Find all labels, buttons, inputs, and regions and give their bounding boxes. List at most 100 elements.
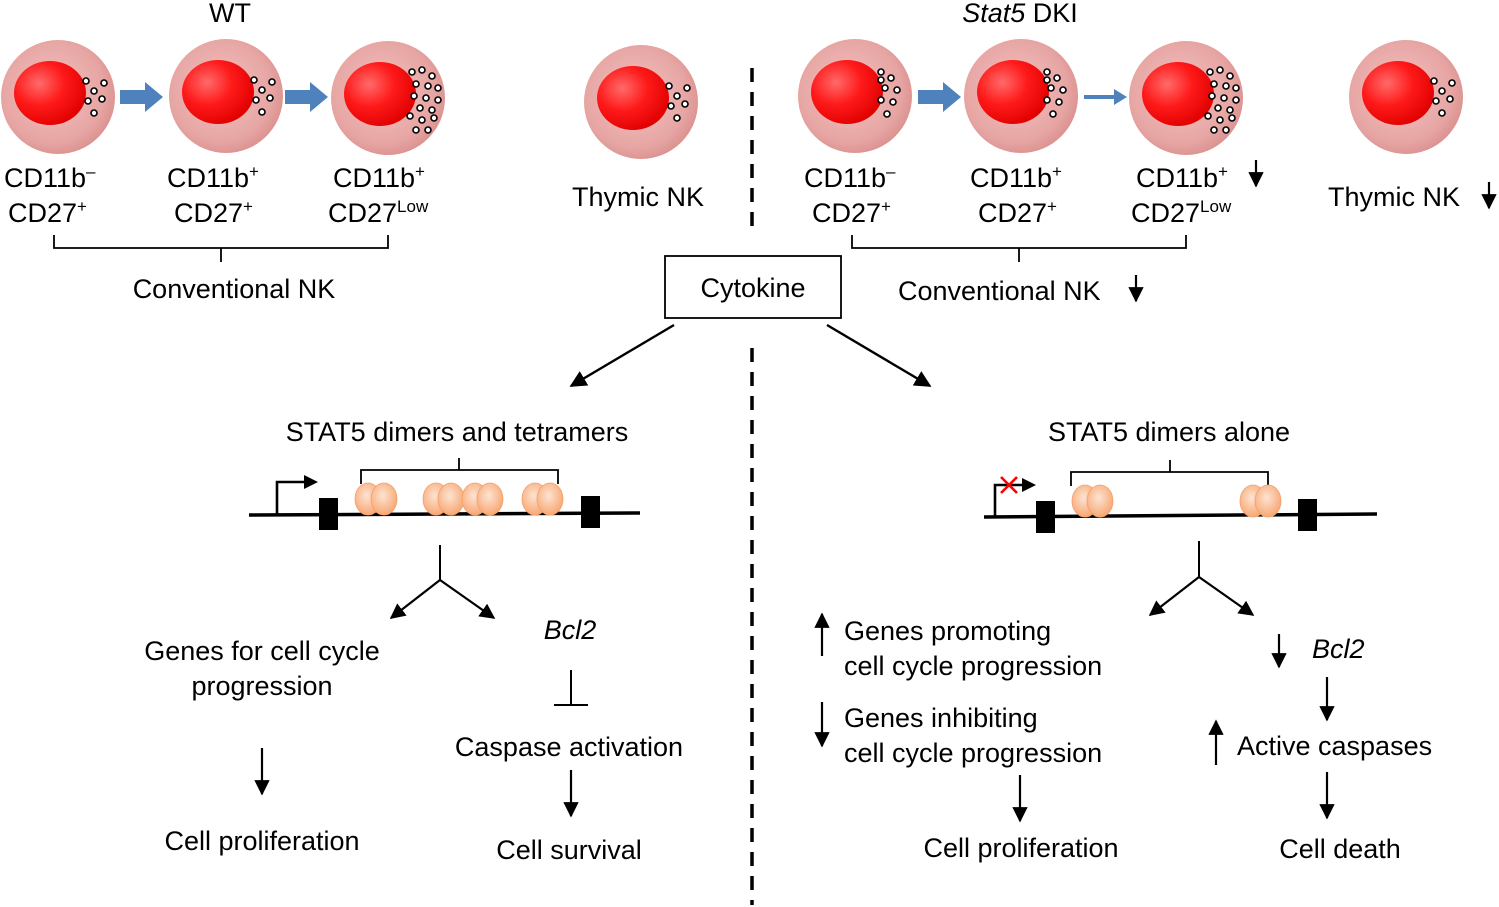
granule-dot xyxy=(1047,84,1055,92)
granule-dot xyxy=(883,110,891,118)
left-proliferation-label: Cell proliferation xyxy=(164,826,359,856)
dki2-label-cd11b: CD11b+ xyxy=(970,162,1062,193)
wt-header: WT xyxy=(209,0,251,28)
right-binding-site-2 xyxy=(1086,484,1114,518)
granule-dot xyxy=(84,97,92,105)
cell-nucleus xyxy=(597,66,669,130)
granule-dot xyxy=(1204,112,1212,120)
wt2-label-cd27: CD27+ xyxy=(174,197,253,228)
left-survival-label: Cell survival xyxy=(496,835,642,865)
right-binding-sites xyxy=(1071,484,1282,518)
dki3-cell xyxy=(1129,41,1243,155)
granule-dot xyxy=(434,96,442,104)
granule-dot xyxy=(268,78,276,86)
granule-dot xyxy=(430,114,438,122)
granule-dot xyxy=(1226,72,1234,80)
left-promoter-arrow xyxy=(275,480,305,514)
granule-dot xyxy=(1049,110,1057,118)
right-branch-arrow-bcl2 xyxy=(1198,576,1255,616)
granule-dot xyxy=(1210,126,1218,134)
granule-dot xyxy=(1226,106,1234,114)
left-genes-line1: Genes for cell cycle xyxy=(144,636,380,666)
granule-dot xyxy=(877,68,885,76)
granule-dot xyxy=(416,104,424,112)
dki-thymic-cell xyxy=(1349,40,1463,154)
granule-dot xyxy=(1210,80,1218,88)
dki1-cell xyxy=(798,39,912,153)
dki-header: Stat5 DKI xyxy=(962,0,1078,28)
granule-dot xyxy=(1043,96,1051,104)
flow-arrow-dki-1 xyxy=(918,82,961,112)
cytokine-label: Cytokine xyxy=(700,273,805,303)
granule-dot xyxy=(1220,94,1228,102)
right-caspases-label: Active caspases xyxy=(1237,731,1432,761)
cytokine-box xyxy=(664,255,842,319)
granule-dot xyxy=(881,84,889,92)
left-bcl2-label: Bcl2 xyxy=(544,615,597,645)
granule-dot xyxy=(410,92,418,100)
granule-dot xyxy=(1446,95,1454,103)
wt1-label-cd11b: CD11b– xyxy=(4,162,96,193)
dki1-label-cd11b: CD11b– xyxy=(804,162,896,193)
dki-conventional-bracket xyxy=(851,235,1187,262)
granule-dot xyxy=(1222,126,1230,134)
right-death-label: Cell death xyxy=(1279,834,1401,864)
wt-conventional-nk-label: Conventional NK xyxy=(133,274,336,304)
granule-dot xyxy=(424,126,432,134)
granule-dot xyxy=(90,109,98,117)
granule-dot xyxy=(434,84,442,92)
granule-dot xyxy=(1232,84,1240,92)
granule-dot xyxy=(1208,92,1216,100)
left-binding-site-2 xyxy=(370,482,398,516)
granule-dot xyxy=(412,80,420,88)
granule-dot xyxy=(100,79,108,87)
flow-arrow-wt-1 xyxy=(120,82,163,112)
wt3-label-cd11b: CD11b+ xyxy=(333,162,425,193)
cell-nucleus xyxy=(811,60,883,124)
granule-dot xyxy=(82,77,90,85)
wt-thymic-cell xyxy=(584,45,698,159)
left-binding-site-4 xyxy=(437,482,465,516)
wt2-label-cd11b: CD11b+ xyxy=(167,162,259,193)
dki-conventional-nk-label: Conventional NK xyxy=(898,276,1101,306)
left-branch-arrow-bcl2 xyxy=(439,579,496,619)
cytokine-arrow-right xyxy=(826,323,932,388)
granule-dot xyxy=(683,84,691,92)
left-inhibition-bar xyxy=(554,670,588,706)
right-blocked-x-mark xyxy=(1000,476,1018,494)
cytokine-arrow-left xyxy=(569,323,675,388)
granule-dot xyxy=(422,94,430,102)
wt-conventional-bracket xyxy=(53,235,389,262)
granule-dot xyxy=(887,74,895,82)
cell-nucleus xyxy=(14,61,86,125)
wt3-label-cd27: CD27Low xyxy=(328,197,429,228)
right-exon-box-1 xyxy=(1036,501,1055,533)
wt1-label-cd27: CD27+ xyxy=(8,197,87,228)
granule-dot xyxy=(90,87,98,95)
granule-dot xyxy=(673,92,681,100)
dki2-cell xyxy=(964,39,1078,153)
granule-dot xyxy=(1432,97,1440,105)
granule-dot xyxy=(1043,68,1051,76)
left-branch-arrow-genes xyxy=(389,579,441,619)
granule-dot xyxy=(1232,96,1240,104)
granule-dot xyxy=(1438,109,1446,117)
dki-thymic-nk-label: Thymic NK xyxy=(1328,182,1460,212)
dki1-label-cd27: CD27+ xyxy=(812,197,891,228)
granule-dot xyxy=(406,112,414,120)
granule-dot xyxy=(1059,86,1067,94)
wt2-cell xyxy=(169,39,283,153)
granule-dot xyxy=(428,72,436,80)
granule-dot xyxy=(673,114,681,122)
granule-dot xyxy=(1206,68,1214,76)
granule-dot xyxy=(893,86,901,94)
granule-dot xyxy=(98,95,106,103)
right-branch-arrow-genes xyxy=(1148,576,1200,616)
granule-dot xyxy=(258,108,266,116)
left-stat5-bracket xyxy=(360,458,559,484)
cell-nucleus xyxy=(344,62,416,126)
cell-nucleus xyxy=(977,60,1049,124)
granule-dot xyxy=(1438,87,1446,95)
right-inhib-line1: Genes inhibiting xyxy=(844,703,1038,733)
